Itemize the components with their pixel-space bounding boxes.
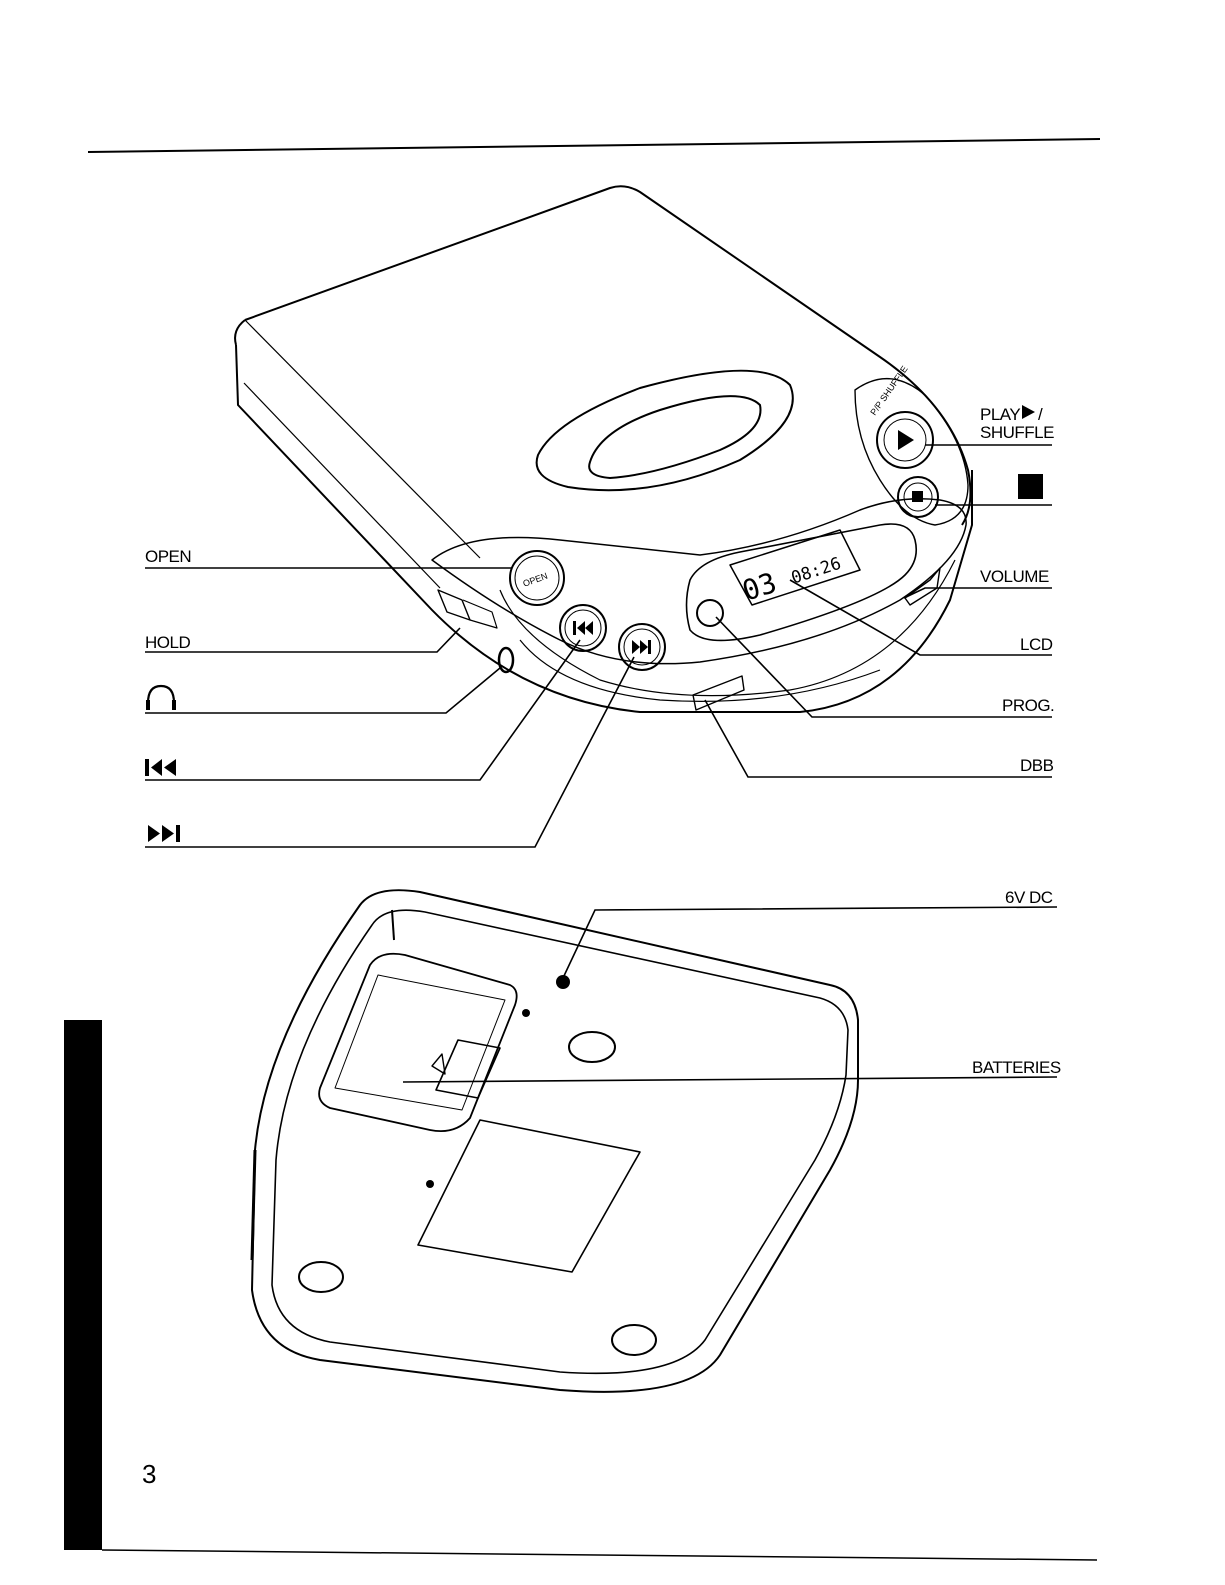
- screw-hole: [522, 1009, 530, 1017]
- label-dbb: DBB: [1020, 756, 1054, 775]
- label-play-shuffle-line1: PLAY: [980, 405, 1020, 424]
- stop-square-icon: [1018, 474, 1043, 499]
- top-rule: [88, 139, 1100, 152]
- bottom-rule: [102, 1550, 1097, 1560]
- label-prog: PROG.: [1002, 696, 1054, 715]
- open-button-text: OPEN: [522, 571, 549, 589]
- device-next-icon: [632, 640, 651, 654]
- side-shuffle-text: P/P SHUFFLE: [868, 364, 909, 417]
- device-prev-icon: [573, 621, 593, 635]
- player-bottom-view: [252, 890, 858, 1392]
- label-play-shuffle-line2: SHUFFLE: [980, 423, 1054, 442]
- screw-hole: [426, 1180, 434, 1188]
- page-number: 3: [142, 1459, 156, 1489]
- label-volume: VOLUME: [980, 567, 1049, 586]
- label-play-slash: /: [1038, 405, 1043, 424]
- skip-next-icon: [148, 825, 180, 842]
- label-lcd: LCD: [1020, 635, 1053, 654]
- player-top-view: [235, 186, 972, 712]
- side-thumb-tab: [64, 1020, 102, 1550]
- headphones-icon: [146, 686, 176, 710]
- lcd-track-readout: 03: [738, 566, 780, 608]
- label-hold: HOLD: [145, 633, 190, 652]
- label-6v-dc: 6V DC: [1005, 888, 1053, 907]
- device-play-icon: [898, 430, 914, 450]
- skip-previous-icon: [145, 759, 176, 776]
- callout-lines-bottom: [403, 907, 1057, 1082]
- play-arrow-glyph: [1022, 405, 1035, 419]
- label-open: OPEN: [145, 547, 191, 566]
- device-stop-icon: [912, 491, 923, 502]
- label-batteries: BATTERIES: [972, 1058, 1061, 1077]
